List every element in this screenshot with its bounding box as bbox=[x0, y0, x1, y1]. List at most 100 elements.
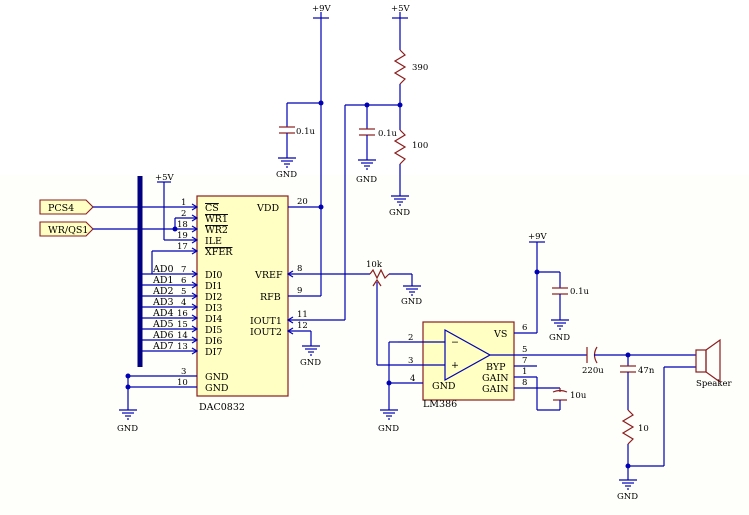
capacitor-c3: 0.1u bbox=[552, 272, 590, 320]
svg-text:BYP: BYP bbox=[486, 362, 506, 373]
svg-text:5: 5 bbox=[522, 345, 527, 355]
svg-text:GND: GND bbox=[205, 372, 229, 383]
svg-text:GND: GND bbox=[549, 333, 570, 343]
svg-text:VREF: VREF bbox=[254, 270, 283, 281]
svg-text:WR1: WR1 bbox=[205, 214, 228, 225]
svg-text:VS: VS bbox=[493, 329, 507, 340]
svg-text:3: 3 bbox=[181, 367, 186, 377]
svg-text:GAIN: GAIN bbox=[482, 373, 509, 384]
capacitor-c6: 47n bbox=[620, 355, 655, 410]
dac-right-pins: 20 VDD 8 VREF 9 RFB 11 IOUT1 12 IOUT2 bbox=[250, 197, 370, 346]
svg-text:DI4: DI4 bbox=[205, 314, 222, 325]
svg-text:WR/QS1: WR/QS1 bbox=[48, 225, 88, 236]
svg-text:GND: GND bbox=[117, 424, 138, 434]
svg-text:DI3: DI3 bbox=[205, 303, 222, 314]
gnd-label: GND bbox=[276, 170, 297, 180]
dac-pin-markers bbox=[191, 203, 199, 355]
amp-part-label: LM386 bbox=[423, 399, 457, 410]
dac-left-pin-names: CS WR1 WR2 ILE XFER DI0 DI1 DI2 DI3 DI4 … bbox=[205, 203, 233, 394]
svg-text:IOUT1: IOUT1 bbox=[250, 316, 282, 327]
svg-text:DI2: DI2 bbox=[205, 292, 222, 303]
svg-text:3: 3 bbox=[408, 356, 413, 366]
ground-symbol-r2: GND bbox=[389, 195, 410, 218]
dac-part-label: DAC0832 bbox=[199, 402, 245, 413]
speaker-icon: Speaker bbox=[695, 338, 733, 389]
svg-text:GND: GND bbox=[389, 208, 410, 218]
r2-value: 100 bbox=[412, 141, 428, 151]
svg-text:6: 6 bbox=[181, 276, 186, 286]
c1-value: 0.1u bbox=[296, 127, 316, 137]
svg-text:AD5: AD5 bbox=[152, 319, 174, 330]
svg-text:4: 4 bbox=[181, 298, 186, 308]
svg-text:GND: GND bbox=[432, 381, 456, 392]
lm386-left-pins: 2 3 4 − + GND bbox=[377, 333, 459, 410]
port-wr-qs1: WR/QS1 bbox=[39, 221, 94, 237]
svg-text:XFER: XFER bbox=[205, 247, 233, 258]
svg-text:GND: GND bbox=[378, 424, 399, 434]
ground-symbol-c1: GND bbox=[276, 157, 297, 180]
c5-value: 10u bbox=[570, 391, 587, 401]
svg-text:2: 2 bbox=[181, 209, 186, 219]
svg-text:AD3: AD3 bbox=[152, 297, 174, 308]
svg-text:DI1: DI1 bbox=[205, 281, 222, 292]
power-symbol-5v-ile: +5V bbox=[155, 173, 175, 241]
svg-text:DI5: DI5 bbox=[205, 325, 222, 336]
svg-text:GND: GND bbox=[356, 175, 377, 185]
svg-text:11: 11 bbox=[297, 310, 308, 320]
svg-text:WR2: WR2 bbox=[205, 225, 228, 236]
svg-text:20: 20 bbox=[297, 197, 308, 207]
svg-text:9: 9 bbox=[297, 286, 302, 296]
svg-text:2: 2 bbox=[408, 333, 413, 343]
svg-text:GND: GND bbox=[205, 383, 229, 394]
svg-text:CS: CS bbox=[205, 203, 219, 214]
capacitor-c1: 0.1u bbox=[279, 103, 316, 158]
svg-text:+9V: +9V bbox=[528, 232, 548, 242]
port-pcs4: PCS4 bbox=[39, 199, 94, 215]
dac0832-chip bbox=[196, 195, 289, 397]
potentiometer-10k: 10k bbox=[366, 260, 413, 365]
svg-text:8: 8 bbox=[297, 264, 302, 274]
r1-value: 390 bbox=[412, 63, 428, 73]
svg-text:19: 19 bbox=[177, 231, 188, 241]
capacitor-c5: 10u bbox=[536, 377, 587, 411]
svg-text:17: 17 bbox=[177, 242, 188, 252]
svg-text:AD4: AD4 bbox=[152, 308, 174, 319]
svg-text:GND: GND bbox=[300, 358, 321, 368]
power-label-5v-top: +5V bbox=[391, 4, 411, 14]
power-symbol-9v-amp: +9V bbox=[528, 232, 548, 248]
ground-symbol-pot: GND bbox=[401, 285, 422, 307]
bus-line-labels: AD0 AD1 AD2 AD3 AD4 AD5 AD6 AD7 bbox=[152, 264, 174, 352]
svg-text:4: 4 bbox=[410, 374, 415, 384]
svg-text:+: + bbox=[451, 360, 459, 371]
c6-value: 47n bbox=[638, 366, 655, 376]
svg-text:DI6: DI6 bbox=[205, 336, 222, 347]
svg-text:GND: GND bbox=[617, 492, 638, 502]
dac-left-pins bbox=[128, 206, 197, 388]
svg-text:GND: GND bbox=[401, 297, 422, 307]
svg-text:VDD: VDD bbox=[256, 203, 279, 214]
dac-left-pin-numbers: 1 2 18 19 17 7 6 5 4 16 15 14 13 3 10 bbox=[177, 198, 188, 388]
svg-text:ILE: ILE bbox=[205, 236, 222, 247]
svg-text:1: 1 bbox=[181, 198, 186, 208]
ground-symbol-dac: GND bbox=[117, 409, 138, 434]
svg-text:1: 1 bbox=[522, 367, 527, 377]
ground-symbol-output: GND bbox=[617, 479, 638, 502]
ground-symbol-c3: GND bbox=[549, 319, 570, 343]
svg-text:PCS4: PCS4 bbox=[48, 203, 74, 214]
svg-text:7: 7 bbox=[522, 356, 527, 366]
capacitor-c2: 0.1u bbox=[359, 105, 398, 160]
svg-text:8: 8 bbox=[522, 378, 527, 388]
r3-value: 10 bbox=[638, 424, 649, 434]
svg-text:DI0: DI0 bbox=[205, 270, 222, 281]
svg-text:AD1: AD1 bbox=[152, 275, 174, 286]
svg-text:10: 10 bbox=[177, 378, 188, 388]
svg-text:13: 13 bbox=[177, 342, 188, 352]
svg-text:−: − bbox=[451, 337, 459, 348]
resistor-r3: 10 bbox=[621, 409, 649, 480]
svg-text:15: 15 bbox=[177, 320, 188, 330]
svg-text:6: 6 bbox=[522, 323, 527, 333]
ground-symbol-amp: GND bbox=[378, 409, 399, 434]
svg-text:AD7: AD7 bbox=[152, 341, 174, 352]
svg-text:AD2: AD2 bbox=[152, 286, 174, 297]
